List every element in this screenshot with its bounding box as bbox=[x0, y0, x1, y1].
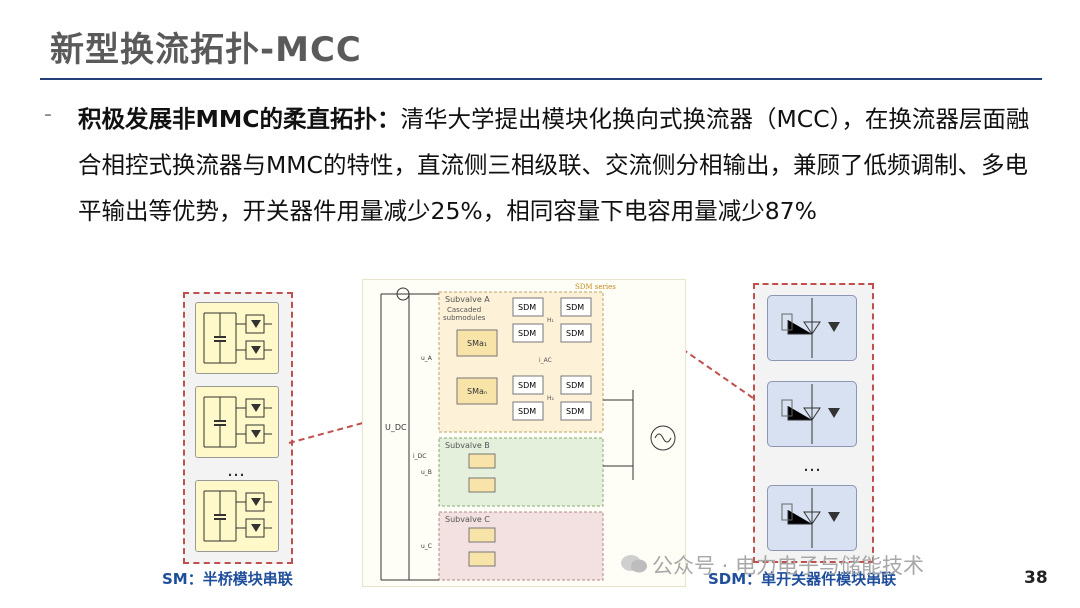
ub-label: u_B bbox=[421, 469, 432, 476]
idc-label: i_DC bbox=[413, 453, 426, 460]
sdm-caption: SDM：单开关器件模块串联 bbox=[708, 570, 897, 588]
subvalve-c-label: Subvalve C bbox=[445, 515, 490, 524]
subvalve-b-label: Subvalve B bbox=[445, 441, 490, 450]
sm-module-1 bbox=[195, 302, 279, 374]
h2-label: H₂ bbox=[547, 395, 555, 402]
watermark-text: 公众号 · 电力电子与储能技术 bbox=[652, 554, 925, 578]
sdm-module-1 bbox=[767, 295, 857, 361]
uc-label: u_C bbox=[421, 543, 432, 550]
sdm-box-label: SDM bbox=[518, 407, 536, 416]
submodules-label: submodules bbox=[443, 314, 486, 322]
sdm-dots: … bbox=[803, 455, 823, 476]
thyristor-switch-icon bbox=[781, 384, 840, 444]
half-bridge-icon bbox=[203, 312, 272, 364]
ua-label: u_A bbox=[421, 355, 433, 362]
sm-an-label: SMaₙ bbox=[467, 387, 487, 396]
wechat-icon bbox=[621, 555, 647, 573]
sdm-box-label: SDM bbox=[518, 329, 536, 338]
bullet-marker: - bbox=[44, 102, 52, 127]
subvalve-a-label: Subvalve A bbox=[445, 295, 490, 304]
iac-label: i_AC bbox=[539, 357, 552, 364]
sdm-box-label: SDM bbox=[566, 407, 584, 416]
bullet-head: 积极发展非MMC的柔直拓扑： bbox=[78, 105, 401, 133]
sdm-panel: … bbox=[753, 283, 874, 563]
udc-label: U_DC bbox=[385, 423, 407, 432]
half-bridge-icon bbox=[203, 490, 272, 542]
h1-label: H₁ bbox=[547, 317, 555, 324]
thyristor-switch-icon bbox=[781, 488, 840, 548]
slide-title: 新型换流拓扑-MCC bbox=[50, 30, 362, 70]
cascaded-label: Cascaded bbox=[447, 306, 481, 314]
sdm-module-3 bbox=[767, 485, 857, 551]
sm-a1-label: SMa₁ bbox=[467, 339, 487, 348]
sdm-box-label: SDM bbox=[518, 381, 536, 390]
sm-caption: SM：半桥模块串联 bbox=[162, 570, 293, 588]
sm-module-2 bbox=[195, 386, 279, 458]
half-bridge-icon bbox=[203, 396, 272, 448]
sdm-box-label: SDM bbox=[566, 381, 584, 390]
page-number: 38 bbox=[1024, 568, 1048, 588]
mcc-circuit-diagram: SDM series Subvalve A Cascaded submodule… bbox=[362, 279, 686, 587]
sdm-module-2 bbox=[767, 381, 857, 447]
sdm-box-label: SDM bbox=[566, 303, 584, 312]
sm-panel: … bbox=[183, 292, 293, 564]
sm-dots: … bbox=[227, 460, 247, 481]
sdm-series-label: SDM series bbox=[575, 283, 616, 291]
sdm-box-label: SDM bbox=[566, 329, 584, 338]
title-rule bbox=[40, 78, 1042, 80]
sm-module-3 bbox=[195, 480, 279, 552]
bullet-body: 清华大学提出模块化换向式换流器（MCC），在换流器层面融合相控式换流器与MMC的… bbox=[78, 105, 1030, 225]
bullet-paragraph: 积极发展非MMC的柔直拓扑：清华大学提出模块化换向式换流器（MCC），在换流器层… bbox=[78, 96, 1048, 234]
sdm-box-label: SDM bbox=[518, 303, 536, 312]
thyristor-switch-icon bbox=[781, 298, 840, 358]
